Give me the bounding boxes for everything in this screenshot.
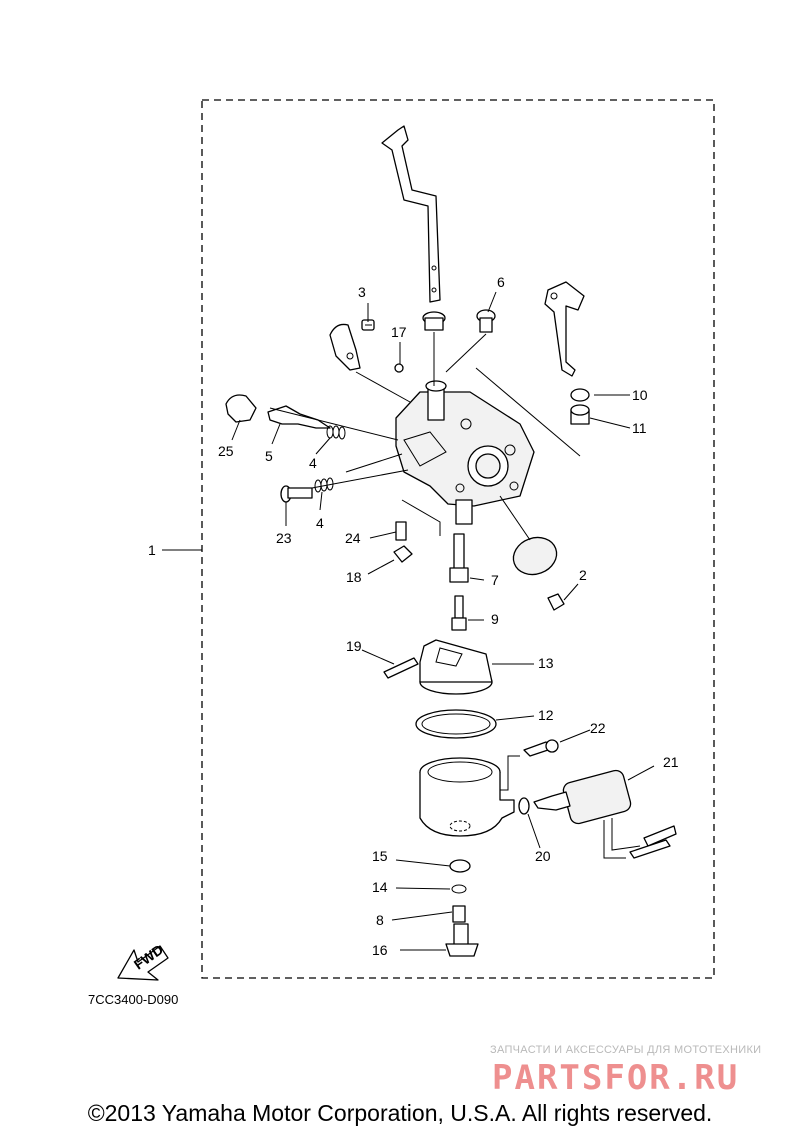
needle-screw-5 (267, 405, 331, 429)
bushing-11 (570, 404, 590, 425)
throttle-lever-rod (381, 125, 441, 303)
carburetor-body (395, 380, 535, 525)
callout-16: 16 (372, 942, 388, 958)
cap-25 (225, 394, 257, 423)
callout-8: 8 (376, 912, 384, 928)
screw-23 (280, 485, 313, 503)
callout-22: 22 (590, 720, 606, 736)
fwd-arrow-icon: FWD (117, 941, 169, 981)
callout-3: 3 (358, 284, 366, 300)
callout-23: 23 (276, 530, 292, 546)
nozzle-7 (449, 533, 469, 583)
plate-2 (512, 536, 565, 611)
screw-6 (476, 309, 496, 333)
washer-10 (570, 388, 590, 402)
float-bowl (419, 757, 515, 837)
o-ring-20 (518, 797, 530, 815)
jet-8 (452, 905, 466, 923)
callout-10: 10 (632, 387, 648, 403)
callout-20: 20 (535, 848, 551, 864)
callout-21: 21 (663, 754, 679, 770)
pin-19 (383, 657, 419, 679)
watermark-logo: PARTSFOR.RU (492, 1058, 740, 1098)
callout-14: 14 (372, 879, 388, 895)
callout-24: 24 (345, 530, 361, 546)
callout-13: 13 (538, 655, 554, 671)
callout-11: 11 (632, 420, 647, 436)
callout-6: 6 (497, 274, 505, 290)
jet-9 (451, 595, 467, 631)
gasket-12 (415, 709, 497, 739)
choke-lever (544, 281, 585, 377)
callout-12: 12 (538, 707, 554, 723)
float-13 (419, 639, 493, 695)
clip-18 (393, 545, 413, 563)
leader-lines (162, 291, 655, 951)
callout-4-upper: 4 (309, 455, 317, 471)
callout-5: 5 (265, 448, 273, 464)
callout-9: 9 (491, 611, 499, 627)
callout-19: 19 (346, 638, 362, 654)
callout-18: 18 (346, 569, 362, 585)
bracket-plate (329, 323, 361, 371)
drawing-code: 7CC3400-D090 (88, 992, 179, 1007)
plug-top (422, 311, 446, 331)
callout-25: 25 (218, 443, 234, 459)
copyright-notice: ©2013 Yamaha Motor Corporation, U.S.A. A… (87, 1100, 713, 1126)
callout-7: 7 (491, 572, 499, 588)
screw-22 (523, 739, 559, 757)
callout-1: 1 (148, 542, 156, 558)
washer-15 (449, 859, 471, 873)
callout-4-lower: 4 (316, 515, 324, 531)
ball-17 (394, 363, 404, 373)
drain-bolt-16 (445, 923, 479, 957)
callout-17: 17 (391, 324, 407, 340)
callout-15: 15 (372, 848, 388, 864)
assembly-boundary (201, 99, 715, 979)
part-number-labels: 1 2 3 4 4 5 6 7 8 9 10 11 12 13 14 15 16… (148, 274, 679, 958)
watermark-tagline: ЗАПЧАСТИ И АКСЕССУАРЫ ДЛЯ МОТОТЕХНИКИ (490, 1044, 762, 1056)
jet-24 (395, 521, 407, 541)
o-ring-14 (451, 884, 467, 894)
callout-2: 2 (579, 567, 587, 583)
solenoid-21 (533, 769, 677, 859)
